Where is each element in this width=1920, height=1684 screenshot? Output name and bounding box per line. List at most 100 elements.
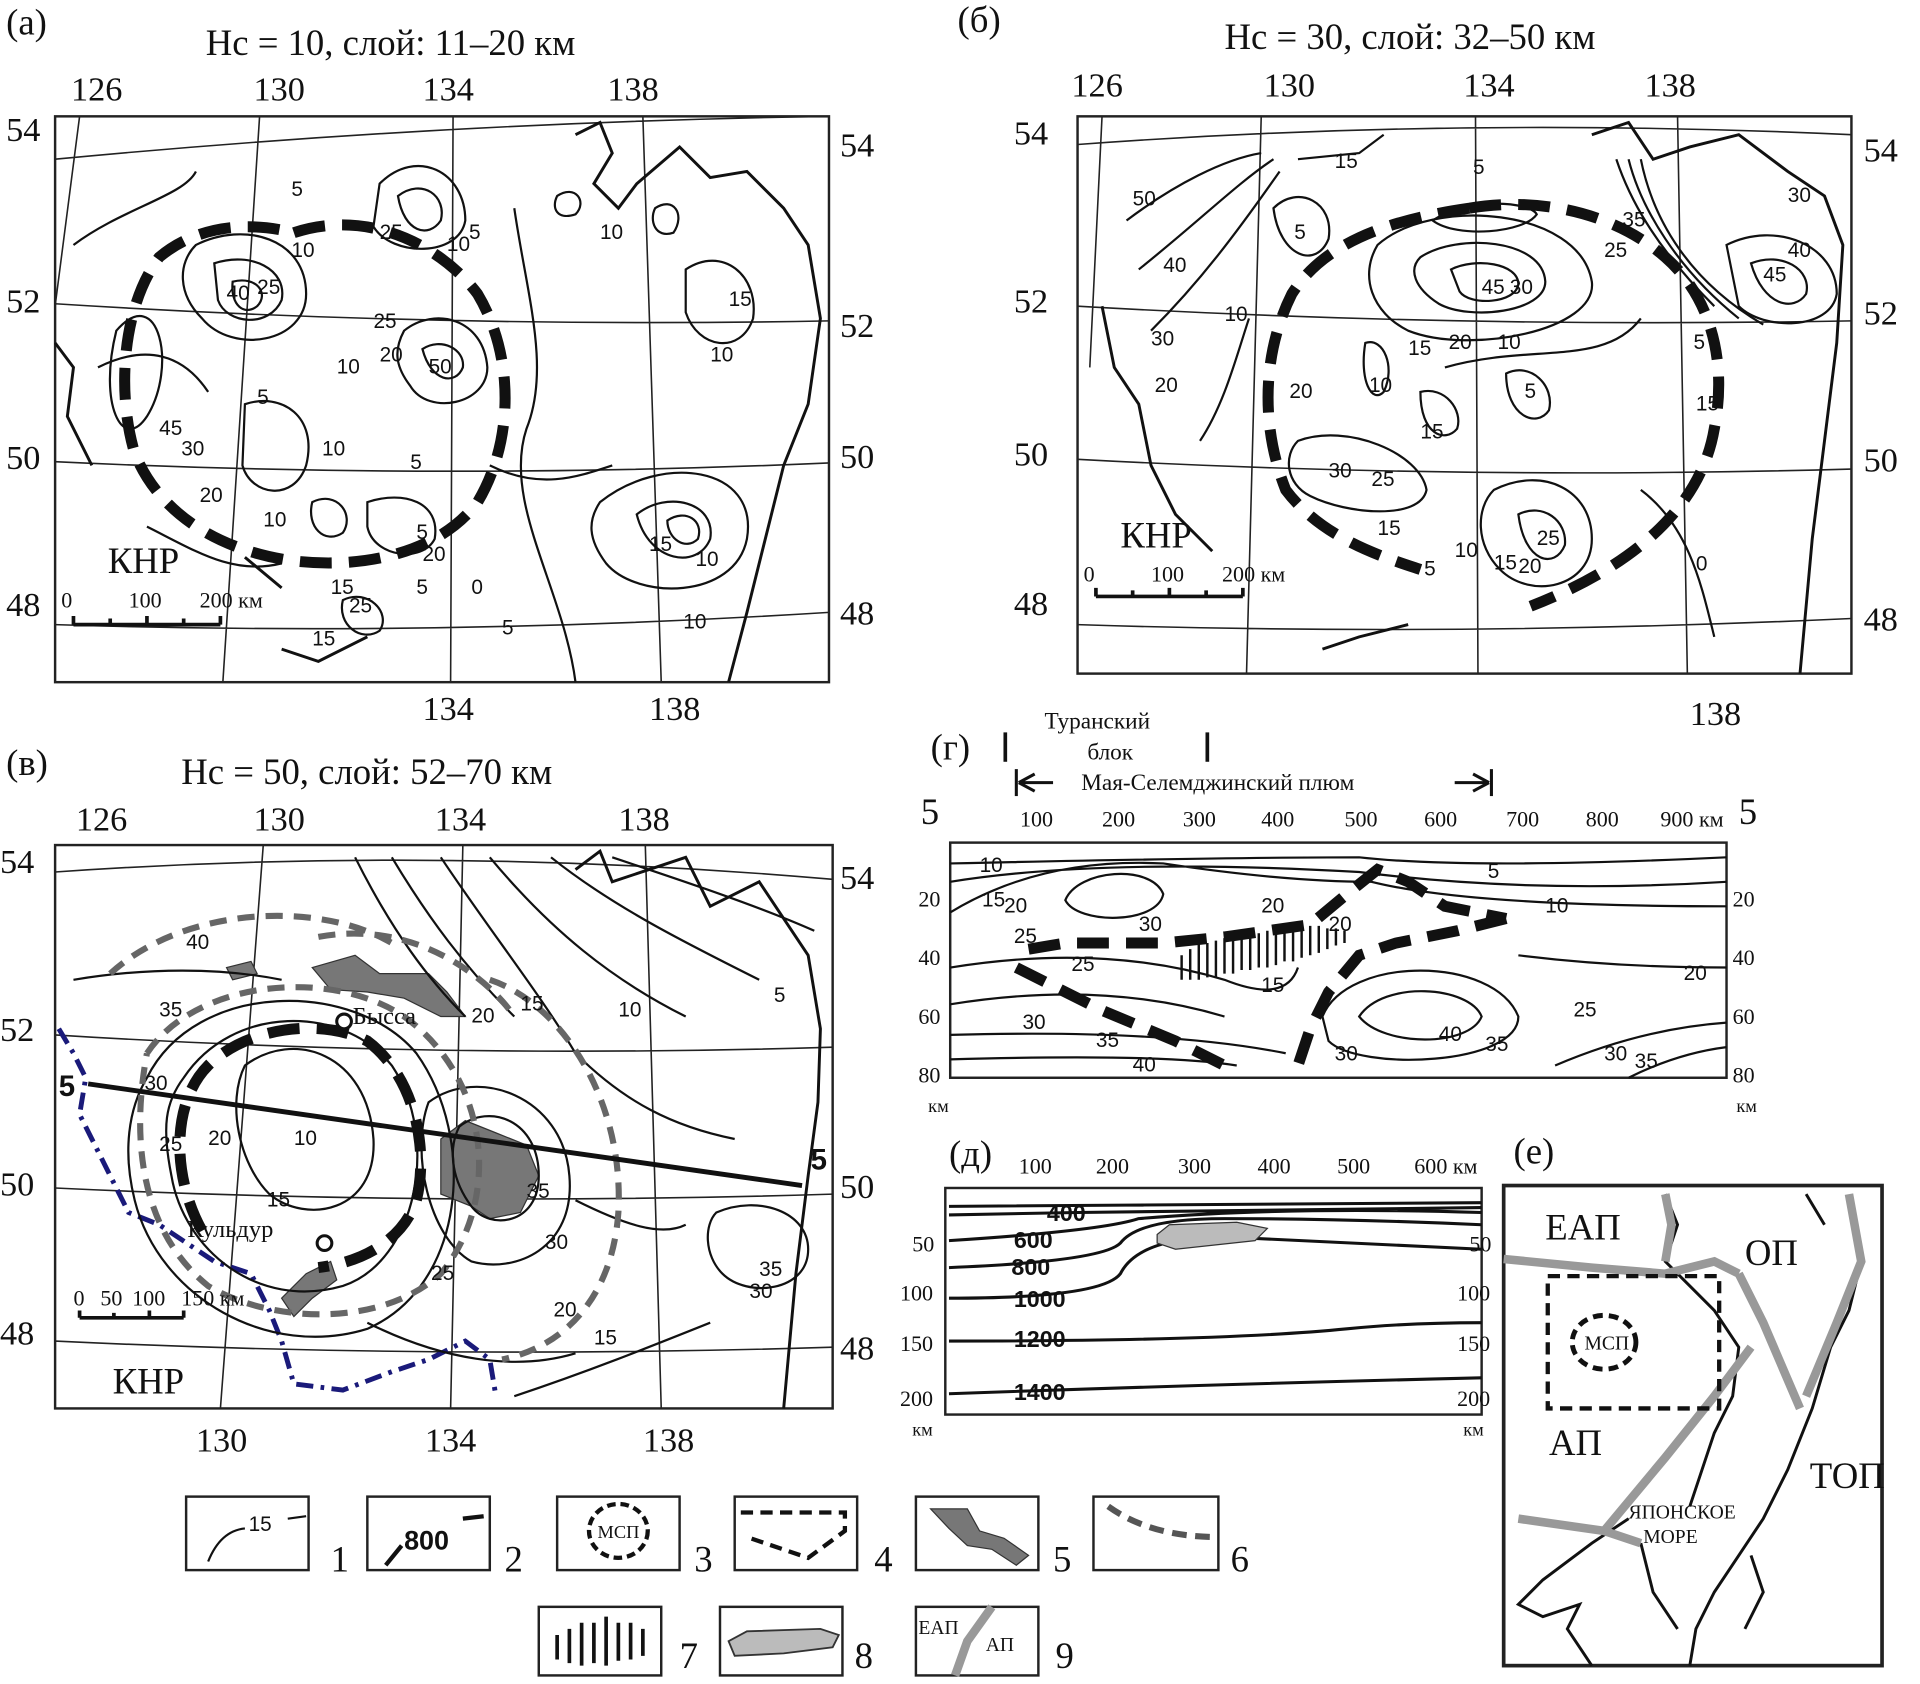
tick: 60 <box>1733 1004 1755 1029</box>
contour-label: 20 <box>1518 555 1541 578</box>
contour-label: 25 <box>1537 527 1560 550</box>
panel-g: (г) Туранский блок Мая-Селемджинский плю… <box>918 709 1757 1116</box>
scale-label: 200 км <box>1222 562 1285 587</box>
legend-sample: 15 <box>249 1513 272 1536</box>
tick: 138 <box>1690 695 1741 733</box>
contour-label: 15 <box>982 888 1005 911</box>
contour-label: 50 <box>429 356 452 379</box>
tick: 48 <box>0 1315 34 1353</box>
tick: 200 <box>1096 1153 1129 1178</box>
tick: 138 <box>1644 67 1695 105</box>
contour-label: 15 <box>1420 420 1443 443</box>
contour-label: 25 <box>257 276 280 299</box>
country-label: КНР <box>108 540 179 581</box>
contour-labels: 40 35 30 25 20 10 15 20 15 10 5 35 30 25… <box>144 931 785 1350</box>
legend-number: 5 <box>1053 1538 1071 1579</box>
tick: 52 <box>6 282 40 320</box>
profile-marker: 5 <box>811 1144 827 1177</box>
tick: 130 <box>1264 67 1315 105</box>
tick: 150 <box>900 1331 933 1356</box>
contour-label: 30 <box>1335 1043 1358 1066</box>
panel-label: (г) <box>931 726 971 767</box>
contour-label: 10 <box>696 548 719 571</box>
tick: 100 <box>1020 807 1053 832</box>
contour-label: 30 <box>1510 276 1533 299</box>
contour-label: 30 <box>1788 184 1811 207</box>
contour-label: 5 <box>469 221 481 244</box>
border-line <box>56 1027 499 1397</box>
contour-label: 600 <box>1014 1227 1053 1253</box>
contour-label: 20 <box>1289 380 1312 403</box>
tick: 138 <box>649 690 700 728</box>
panel-d: (д) 100 200 300 400 500 600 км 50 100 15… <box>900 1133 1491 1439</box>
contour-label: 45 <box>1482 276 1505 299</box>
contour-label: 25 <box>1371 468 1394 491</box>
scale-bar: 0 100 200 км <box>1084 562 1285 599</box>
contour-label: 40 <box>1439 1023 1462 1046</box>
contour-label: 5 <box>1473 156 1485 179</box>
contour-label: 10 <box>322 438 345 461</box>
tick: 134 <box>422 70 473 108</box>
contour-label: 25 <box>380 221 403 244</box>
contour-label: 25 <box>159 1133 182 1156</box>
tick: 60 <box>918 1004 940 1029</box>
contour-label: 10 <box>291 239 314 262</box>
tick: 50 <box>840 438 874 476</box>
tick: 138 <box>643 1421 694 1459</box>
tick: 900 км <box>1660 807 1723 832</box>
place-marker <box>315 1234 334 1252</box>
tick: 600 км <box>1414 1153 1477 1178</box>
tick: 54 <box>840 859 874 897</box>
country-label: КНР <box>1120 514 1191 555</box>
tick: 40 <box>1733 945 1755 970</box>
contour-label: 40 <box>1788 239 1811 262</box>
contour-label: 15 <box>1335 150 1358 173</box>
tick: 138 <box>618 800 669 838</box>
block-label: блок <box>1087 739 1133 765</box>
contour-label: 15 <box>649 533 672 556</box>
scale-bar: 0 100 200 км <box>61 587 263 627</box>
tick: 52 <box>840 307 874 345</box>
contour-label: 20 <box>1261 894 1284 917</box>
contour-label: 5 <box>502 616 514 639</box>
contour-label: 15 <box>1408 337 1431 360</box>
contour-label: 10 <box>1498 331 1521 354</box>
contour-label: 10 <box>980 854 1003 877</box>
tick: 80 <box>918 1063 940 1088</box>
depth-unit: км <box>1463 1419 1484 1439</box>
contour-label: 15 <box>1494 551 1517 574</box>
contour-label: 20 <box>200 484 223 507</box>
country-label: КНР <box>113 1361 184 1402</box>
sea-label: МОРЕ <box>1643 1527 1697 1548</box>
profile-marker: 5 <box>59 1070 75 1103</box>
panel-v: (в) Нс = 50, слой: 52–70 км 126 130 134 … <box>0 742 874 1459</box>
contour-label: 20 <box>1329 913 1352 936</box>
contour-label: 30 <box>545 1231 568 1254</box>
contour-label: 30 <box>1139 913 1162 936</box>
legend-number: 1 <box>331 1538 349 1579</box>
tick: 50 <box>1014 435 1048 473</box>
tick: 200 <box>1457 1386 1490 1411</box>
contour-label: 40 <box>227 282 250 305</box>
contour-label: 30 <box>181 438 204 461</box>
contour-label: 45 <box>159 417 182 440</box>
contour-label: 10 <box>1545 894 1568 917</box>
contour-label: 1400 <box>1014 1379 1066 1405</box>
tick: 100 <box>1019 1153 1052 1178</box>
legend-sample: 800 <box>404 1525 449 1555</box>
contour-label: 5 <box>1693 331 1705 354</box>
legend-number: 6 <box>1231 1538 1249 1579</box>
hatched-zone <box>1180 925 1346 980</box>
scale-label: 0 <box>1084 562 1095 587</box>
contour-label: 15 <box>267 1188 290 1211</box>
contour-label: 15 <box>1378 517 1401 540</box>
contour-label: 25 <box>349 594 372 617</box>
legend-number: 9 <box>1056 1635 1074 1676</box>
contour-label: 0 <box>471 576 483 599</box>
tick: 200 <box>1102 807 1135 832</box>
place-label: Бысса <box>353 1003 417 1030</box>
contour-label: 40 <box>1163 254 1186 277</box>
panel-label: (а) <box>6 1 47 42</box>
contour-label: 30 <box>1022 1011 1045 1034</box>
